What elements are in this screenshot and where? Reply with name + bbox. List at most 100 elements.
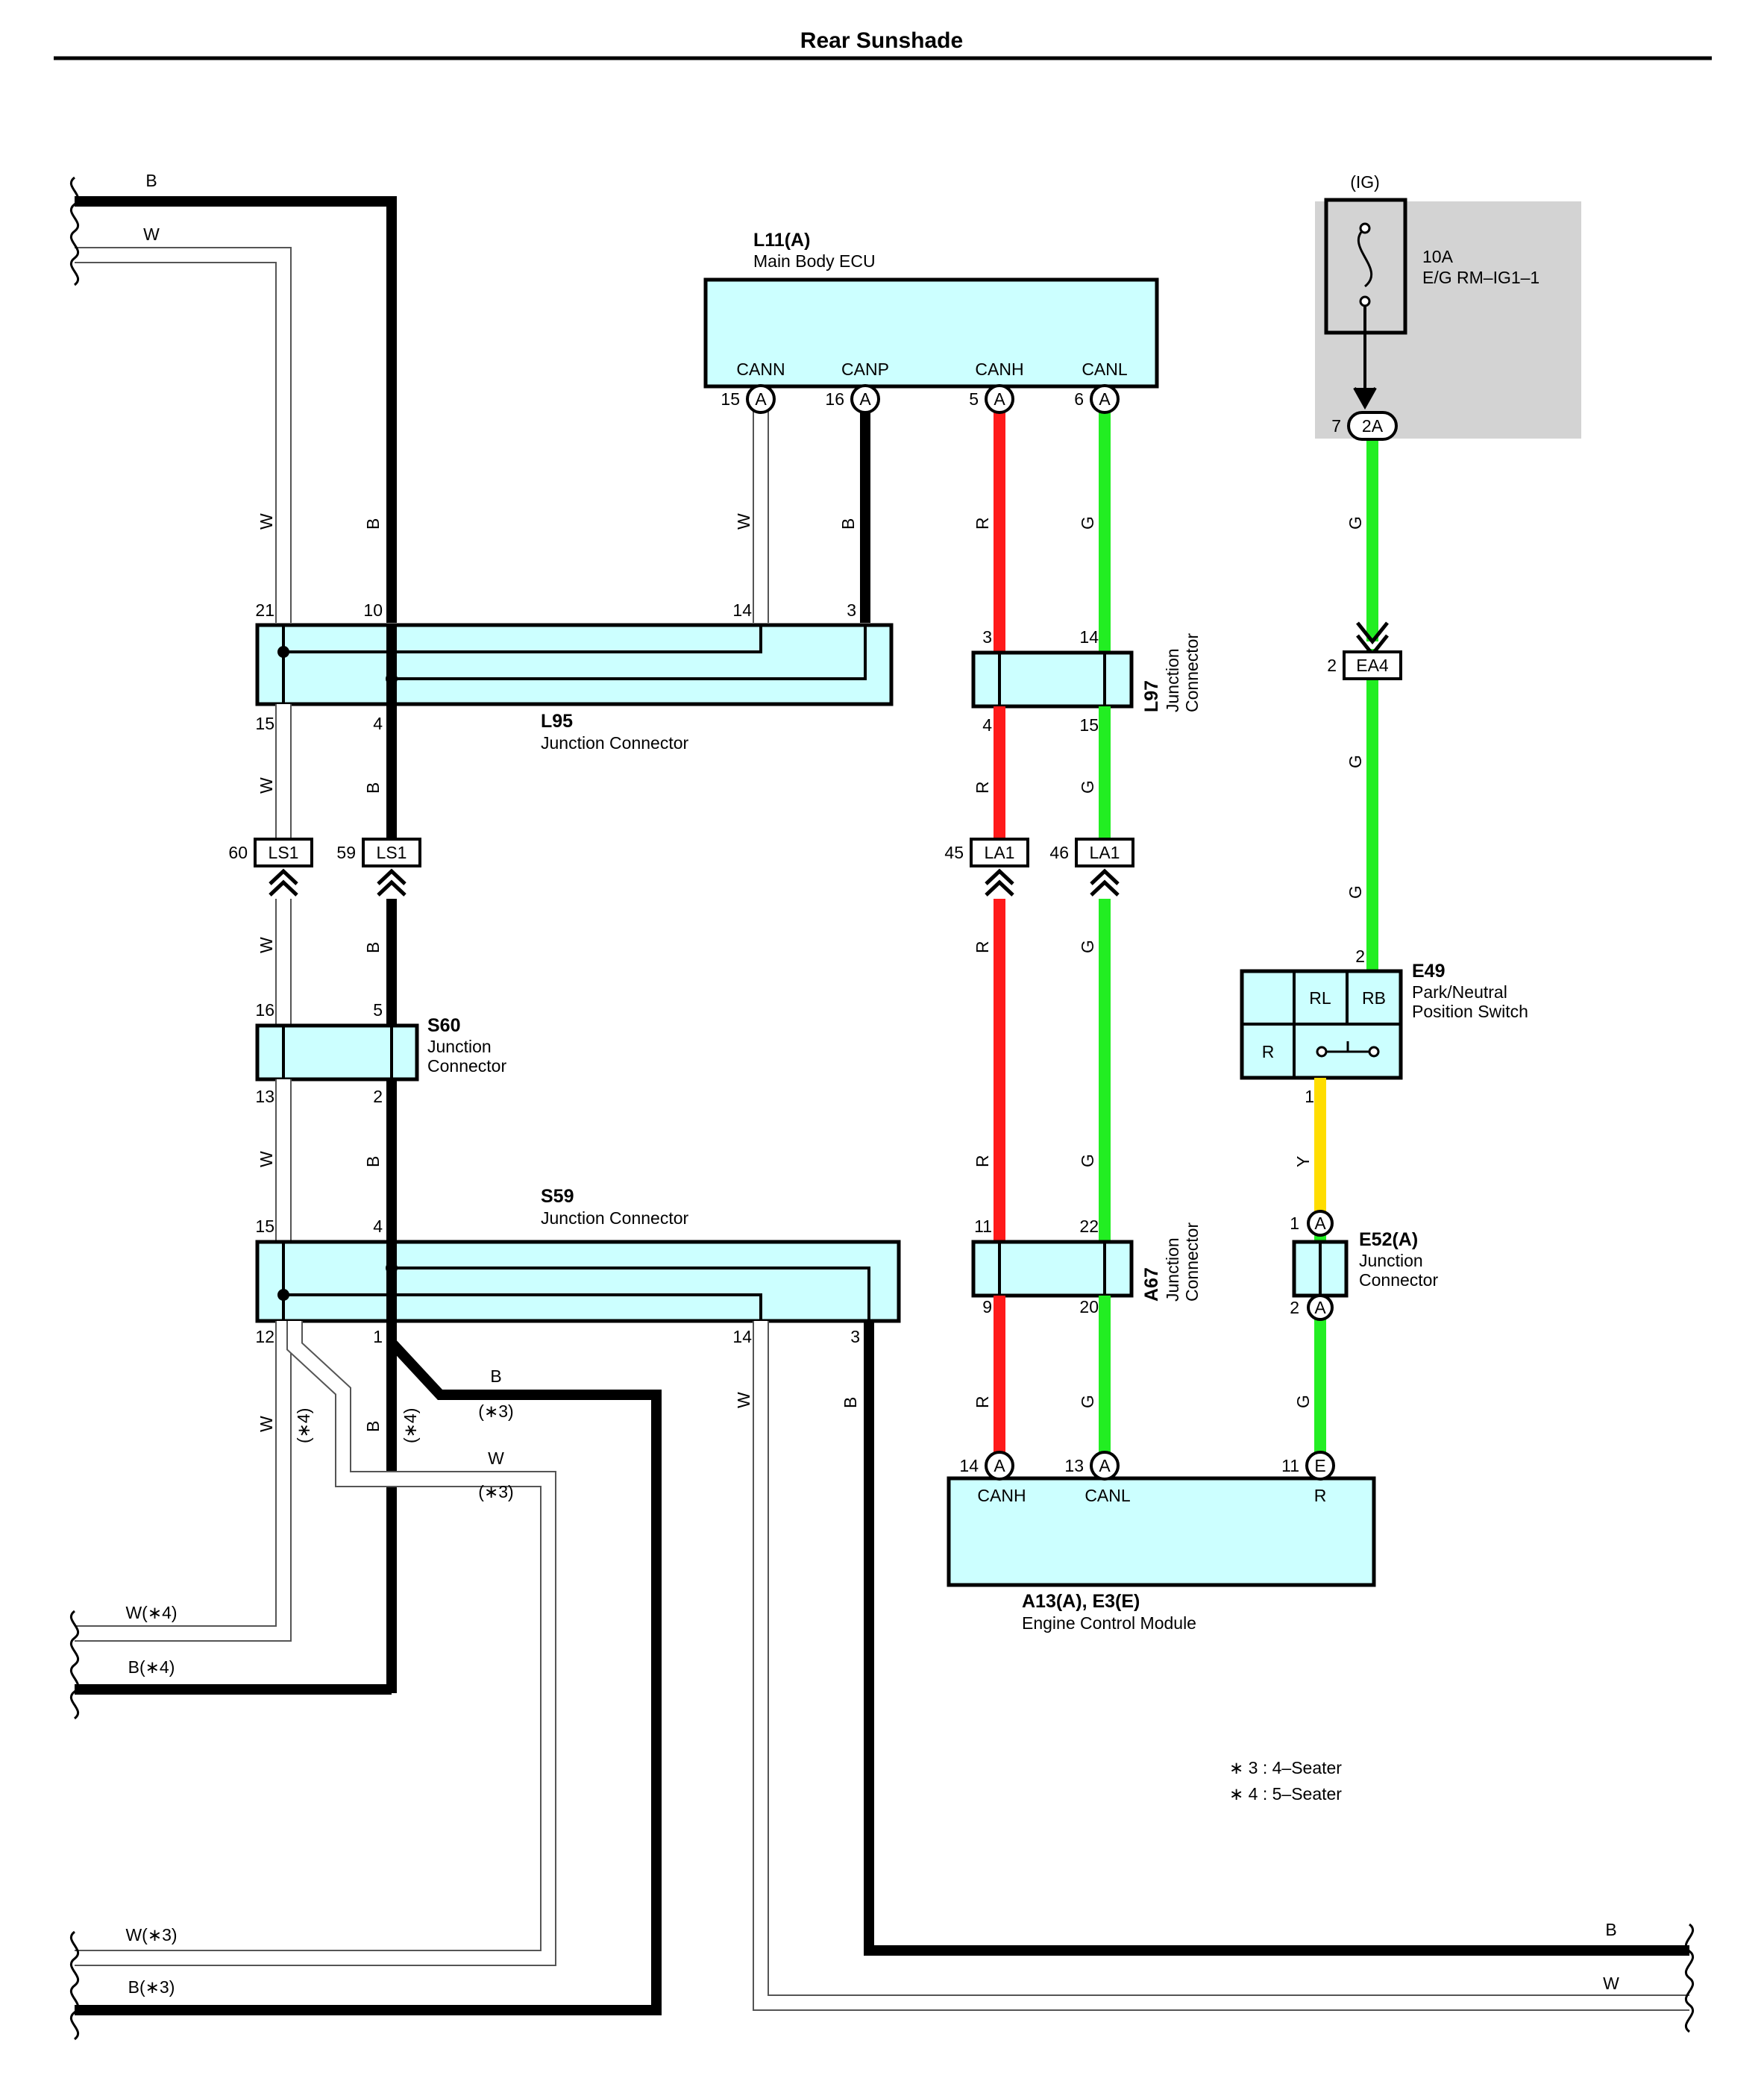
svg-text:13: 13 (1064, 1456, 1084, 1475)
svg-text:W: W (257, 1151, 276, 1167)
svg-text:W: W (734, 513, 753, 530)
page-title: Rear Sunshade (800, 28, 963, 53)
svg-text:R: R (1262, 1042, 1275, 1061)
svg-text:W: W (257, 937, 276, 953)
svg-text:A: A (1314, 1214, 1326, 1233)
svg-text:(∗3): (∗3) (478, 1402, 513, 1421)
svg-text:L97: L97 (1141, 680, 1162, 712)
a67-id: A67 (1141, 1267, 1162, 1302)
svg-text:RL: RL (1309, 988, 1331, 1008)
svg-text:Connector: Connector (1359, 1270, 1438, 1290)
ea4-connector (1343, 650, 1402, 680)
pin-numbers: 21 10 14 3 15 4 3 14 4 15 16 5 13 2 15 4… (255, 600, 1099, 1346)
svg-text:E: E (1314, 1456, 1325, 1475)
svg-text:11: 11 (974, 1217, 992, 1236)
e52-id: E52(A) (1359, 1229, 1418, 1250)
svg-text:B: B (363, 782, 383, 794)
l95-connector (255, 623, 894, 706)
break-mark-icon (69, 176, 80, 286)
svg-text:LS1: LS1 (269, 843, 299, 862)
svg-text:3: 3 (850, 1327, 860, 1346)
svg-text:R: R (1314, 1486, 1327, 1505)
svg-text:20: 20 (1079, 1297, 1099, 1316)
svg-text:RB: RB (1362, 988, 1386, 1008)
svg-text:14: 14 (732, 600, 752, 620)
svg-text:W: W (143, 225, 160, 244)
svg-text:B: B (841, 1397, 860, 1408)
svg-text:(∗3): (∗3) (478, 1482, 513, 1501)
svg-text:B: B (363, 1156, 383, 1167)
svg-text:Junction: Junction (1359, 1251, 1423, 1270)
wire-w-top-outline (75, 247, 292, 623)
chevron-up-icon (985, 868, 1014, 897)
svg-text:2: 2 (1327, 656, 1337, 675)
fuse-arrow-icon (1353, 387, 1377, 410)
svg-text:B: B (490, 1366, 501, 1386)
svg-text:Junction: Junction (1163, 1237, 1182, 1302)
la1-left-connector (970, 838, 1029, 867)
svg-text:EA4: EA4 (1356, 656, 1389, 675)
e49-name: Park/Neutral (1412, 982, 1507, 1002)
ecu-pin-markers: A 15 A 16 A 5 A 6 (721, 384, 1120, 414)
svg-text:4: 4 (373, 714, 383, 733)
svg-text:9: 9 (982, 1297, 992, 1316)
fuse-rating: 10A (1422, 247, 1454, 266)
svg-text:16: 16 (255, 1000, 274, 1020)
svg-text:1: 1 (1290, 1214, 1299, 1233)
svg-text:G: G (1078, 940, 1097, 953)
svg-text:W: W (257, 513, 276, 530)
ecu-pin-canh: CANH (975, 360, 1023, 379)
svg-text:6: 6 (1074, 389, 1084, 409)
l97-connector (971, 650, 1134, 709)
svg-text:W: W (257, 1416, 276, 1432)
svg-text:21: 21 (255, 600, 274, 620)
svg-text:W: W (734, 1392, 753, 1408)
svg-text:5: 5 (969, 389, 979, 409)
engine-control-module (947, 1476, 1376, 1587)
svg-text:W: W (257, 777, 276, 794)
fuse-element-icon (1357, 227, 1372, 288)
svg-text:22: 22 (1079, 1217, 1099, 1236)
svg-text:15: 15 (255, 714, 274, 733)
svg-text:Connector: Connector (1182, 1222, 1202, 1302)
svg-text:W(∗3): W(∗3) (125, 1925, 177, 1945)
la1-right-connector (1075, 838, 1134, 867)
svg-text:A: A (755, 389, 767, 409)
l97-label: L97 (1141, 680, 1162, 712)
svg-text:1: 1 (373, 1327, 383, 1346)
svg-text:CANL: CANL (1085, 1486, 1131, 1505)
svg-text:15: 15 (1079, 715, 1099, 735)
svg-text:(∗4): (∗4) (401, 1408, 420, 1443)
svg-text:Junction Connector: Junction Connector (541, 1208, 689, 1228)
svg-text:W: W (1603, 1974, 1619, 1993)
svg-text:B: B (363, 518, 383, 530)
note-star4: ∗ 4 : 5–Seater (1229, 1784, 1342, 1804)
svg-text:60: 60 (228, 843, 248, 862)
svg-text:G: G (1346, 755, 1365, 768)
svg-text:A: A (1099, 389, 1111, 409)
svg-text:CANH: CANH (977, 1486, 1026, 1505)
a67-connector (971, 1240, 1134, 1298)
svg-text:4: 4 (982, 715, 992, 735)
chevron-up-icon (377, 868, 407, 897)
svg-text:Y: Y (1293, 1156, 1313, 1167)
svg-text:A: A (994, 389, 1005, 409)
svg-text:11: 11 (1281, 1456, 1299, 1475)
svg-text:7: 7 (1331, 416, 1341, 436)
svg-text:Junction: Junction (427, 1037, 492, 1056)
break-mark-icon (69, 1610, 80, 1720)
svg-text:3: 3 (847, 600, 856, 620)
svg-text:14: 14 (1079, 627, 1099, 647)
fuse-2a-connector (1347, 411, 1398, 441)
ls1-right-connector (362, 838, 421, 867)
svg-text:(∗4): (∗4) (294, 1408, 313, 1443)
svg-text:2: 2 (373, 1087, 383, 1106)
l95-name: Junction Connector (541, 733, 689, 753)
svg-text:R: R (973, 1396, 992, 1408)
wire-color-labels: W B W B R G G W B R G G G W B R G W B R … (257, 513, 1365, 1443)
svg-text:LA1: LA1 (1090, 843, 1120, 862)
svg-text:16: 16 (825, 389, 844, 409)
fuse-name: E/G RM–IG1–1 (1422, 268, 1539, 287)
svg-text:B(∗4): B(∗4) (128, 1657, 175, 1677)
fuse-group-label: (IG) (1350, 172, 1380, 192)
